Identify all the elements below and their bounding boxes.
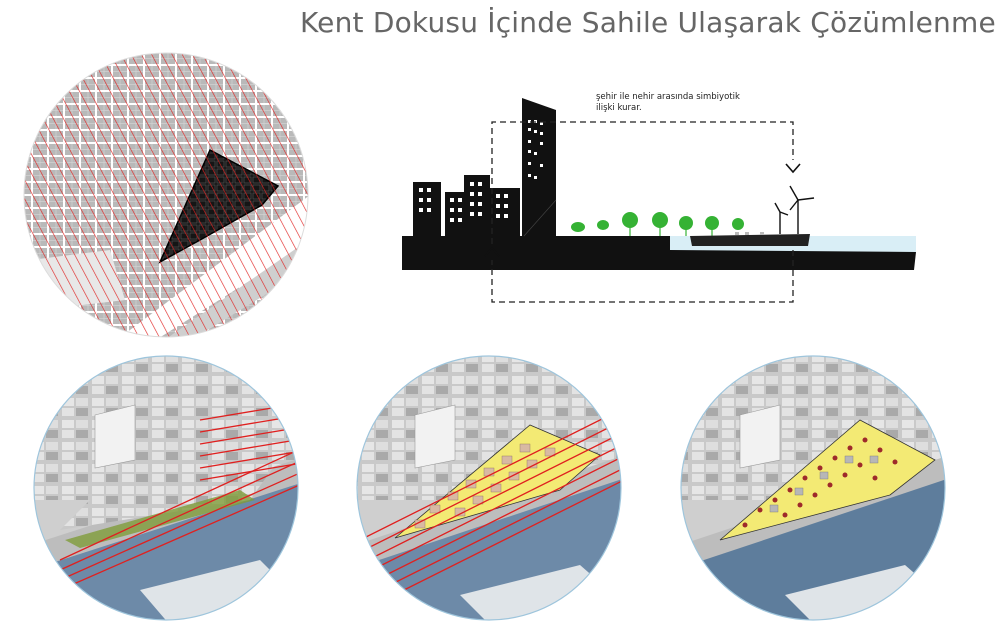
note-line-2: ilişki kurar. [596,103,642,113]
dashed-loop [491,121,794,303]
tower [522,98,556,236]
arrow-down-icon [785,163,801,174]
note-line-1: şehir ile nehir arasında simbiyotik [596,92,740,102]
city-buildings [413,175,520,236]
floating-platform [690,234,810,246]
building-windows [419,182,508,222]
trees [571,212,744,232]
axonometric-circle-2 [356,355,622,621]
plan-map-circle [23,52,309,338]
red-hatch-lines [24,53,308,337]
section-diagram [402,98,916,303]
wind-turbine-icon [774,185,815,234]
axonometric-circle-1 [33,355,299,621]
axonometric-circle-3 [680,355,946,621]
page-title: Kent Dokusu İçinde Sahile Ulaşarak Çözüm… [300,6,996,39]
arrow-up-icon [484,246,500,257]
section-note: şehir ile nehir arasında simbiyotik iliş… [596,92,796,114]
ground-section [402,236,916,270]
